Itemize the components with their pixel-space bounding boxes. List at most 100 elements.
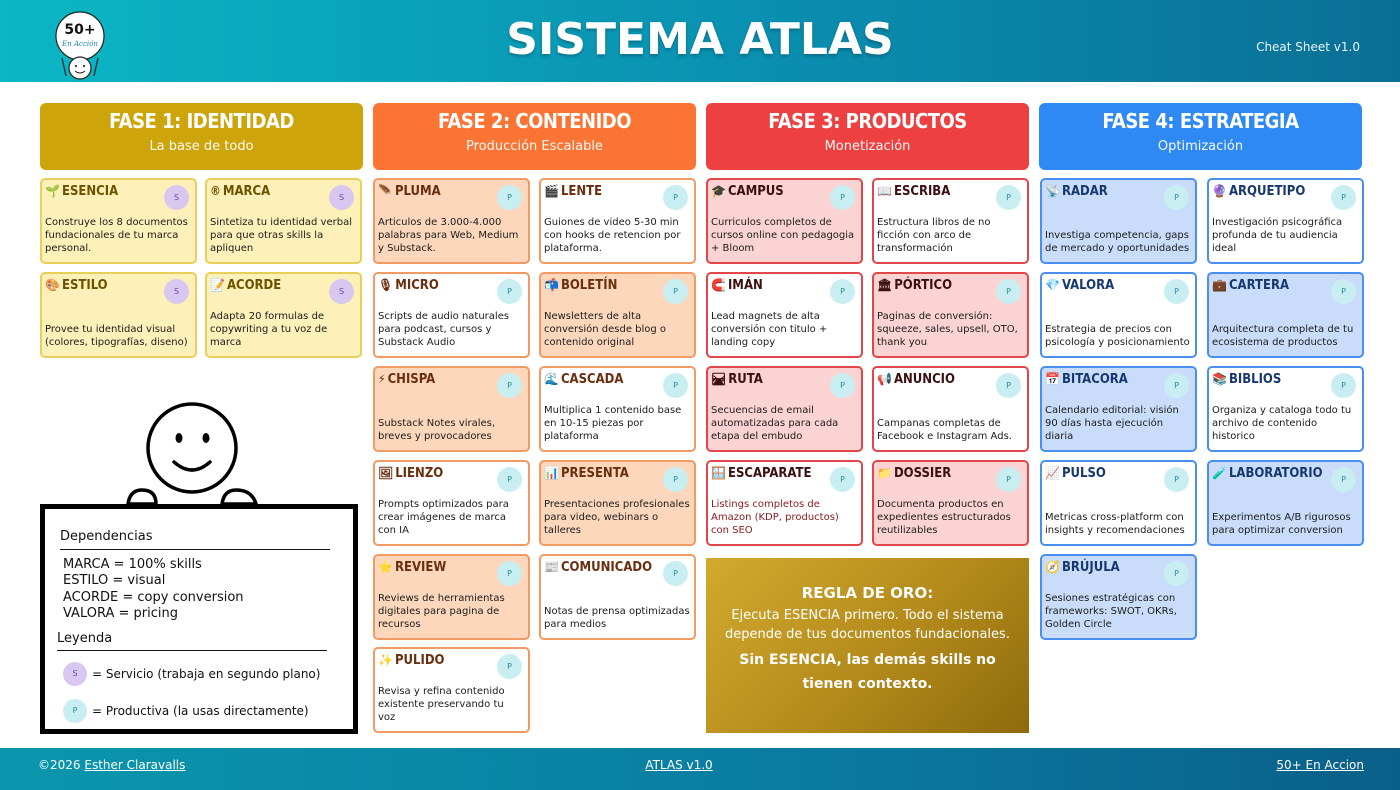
skill-card-dossier[interactable]: 📁DOSSIER P Documenta productos en expedi…	[872, 460, 1029, 546]
skill-card-lienzo[interactable]: 🖼LIENZO P Prompts optimizados para crear…	[373, 460, 530, 546]
skill-description: Estrategia de precios con psicología y p…	[1045, 324, 1190, 348]
phase-title: FASE 1: IDENTIDAD	[109, 109, 294, 133]
skill-description: Metricas cross-platform con insights y r…	[1045, 512, 1185, 536]
skill-card-cartera[interactable]: 💼CARTERA P Arquitectura completa de tu e…	[1207, 272, 1364, 358]
divider	[57, 650, 327, 651]
skill-card-cascada[interactable]: 🌊CASCADA P Multiplica 1 contenido base e…	[539, 366, 696, 452]
skill-card-marca[interactable]: ®MARCA S Sintetiza tu identidad verbal p…	[205, 178, 362, 264]
columns-icon: 🏛	[877, 278, 893, 292]
magnet-icon: 🧲	[711, 278, 726, 292]
skill-card-laboratorio[interactable]: 🧪LABORATORIO P Experimentos A/B riguroso…	[1207, 460, 1364, 546]
skill-card-anuncio[interactable]: 📢ANUNCIO P Campanas completas de Faceboo…	[872, 366, 1029, 452]
skill-card-brujula[interactable]: 🧭BRÚJULA P Sesiones estratégicas con fra…	[1040, 554, 1197, 640]
skill-card-portico[interactable]: 🏛PÓRTICO P Paginas de conversión: squeez…	[872, 272, 1029, 358]
skill-card-estilo[interactable]: 🎨ESTILO S Provee tu identidad visual (co…	[40, 272, 197, 358]
productive-badge: P	[663, 561, 688, 586]
skill-name: RUTA	[728, 372, 763, 387]
logo-mascot-icon: 50+ En Acción	[55, 11, 105, 80]
skill-name: BOLETÍN	[560, 278, 618, 293]
skill-card-micro[interactable]: 🎙MICRO P Scripts de audio naturales para…	[373, 272, 530, 358]
footer: ©2026 Esther Claravalls ATLAS v1.0 50+ E…	[0, 748, 1400, 790]
productive-badge: P	[1164, 561, 1189, 586]
skill-card-comunicado[interactable]: 📰COMUNICADO P Notas de prensa optimizada…	[539, 554, 696, 640]
skill-card-biblios[interactable]: 📚BIBLIOS P Organiza y cataloga todo tu a…	[1207, 366, 1364, 452]
phase-2-header: FASE 2: CONTENIDO Producción Escalable	[373, 103, 696, 170]
golden-rule-text: Ejecuta ESENCIA primero. Todo el sistema…	[725, 608, 1010, 642]
version-link[interactable]: ATLAS v1.0	[645, 758, 713, 772]
skill-name: ESTILO	[61, 278, 108, 293]
skill-description: Notas de prensa optimizadas para medios	[544, 606, 690, 630]
skill-description: Provee tu identidad visual (colores, tip…	[45, 324, 188, 348]
skill-description: Prompts optimizados para crear imágenes …	[378, 499, 509, 536]
legend-service-text: = Servicio (trabaja en segundo plano)	[92, 667, 321, 681]
skill-name: ACORDE	[226, 278, 282, 293]
productive-badge: P	[830, 185, 855, 210]
skill-card-iman[interactable]: 🧲IMÁN P Lead magnets de alta conversión …	[706, 272, 863, 358]
books-icon: 📚	[1212, 372, 1227, 386]
productive-badge: P	[996, 373, 1021, 398]
productive-badge: P	[1331, 467, 1356, 492]
skill-card-pulido[interactable]: ✨PULIDO P Revisa y refina contenido exis…	[373, 647, 530, 733]
productive-badge: P	[996, 467, 1021, 492]
skill-card-boletin[interactable]: 📬BOLETÍN P Newsletters de alta conversió…	[539, 272, 696, 358]
mailbox-icon: 📬	[544, 278, 559, 292]
skill-card-escaparate[interactable]: 🪟ESCAPARATE P Listings completos de Amaz…	[706, 460, 863, 546]
skill-name: MICRO	[395, 278, 439, 293]
calendar-icon: 📅	[1045, 372, 1060, 386]
skill-card-chispa[interactable]: ⚡CHISPA P Substack Notes virales, breves…	[373, 366, 530, 452]
phase-subtitle: Optimización	[1157, 139, 1244, 154]
skill-card-esencia[interactable]: 🌱ESENCIA S Construye los 8 documentos fu…	[40, 178, 197, 264]
palette-icon: 🎨	[45, 278, 60, 292]
skill-name: PRESENTA	[560, 466, 629, 481]
skill-card-arquetipo[interactable]: 🔮ARQUETIPO P Investigación psicográfica …	[1207, 178, 1364, 264]
service-badge: S	[164, 279, 189, 304]
productive-badge: P	[497, 467, 522, 492]
productive-badge: P	[663, 373, 688, 398]
productive-badge: P	[1331, 373, 1356, 398]
briefcase-icon: 💼	[1212, 278, 1227, 292]
skill-card-acorde[interactable]: 📝ACORDE S Adapta 20 formulas de copywrit…	[205, 272, 362, 358]
productive-badge: P	[497, 561, 522, 586]
golden-rule-title: REGLA DE ORO:	[801, 584, 934, 602]
skill-name: LIENZO	[395, 466, 444, 481]
skill-card-pulso[interactable]: 📈PULSO P Metricas cross-platform con ins…	[1040, 460, 1197, 546]
author-link[interactable]: Esther Claravalls	[84, 758, 186, 772]
dependencies-legend-board: Dependencias MARCA = 100% skills ESTILO …	[40, 504, 358, 734]
skill-description: Lead magnets de alta conversión con titu…	[711, 311, 828, 348]
golden-rule-panel: REGLA DE ORO: Ejecuta ESENCIA primero. T…	[706, 558, 1029, 733]
skill-card-valora[interactable]: 💎VALORA P Estrategia de precios con psic…	[1040, 272, 1197, 358]
skill-card-ruta[interactable]: 🛤RUTA P Secuencias de email automatizada…	[706, 366, 863, 452]
productive-badge: P	[663, 467, 688, 492]
skill-description: Secuencias de email automatizadas para c…	[711, 405, 839, 442]
skill-card-presenta[interactable]: 📊PRESENTA P Presentaciones profesionales…	[539, 460, 696, 546]
dependencies-title: Dependencias	[60, 529, 153, 544]
skill-description: Arquitectura completa de tu ecosistema d…	[1212, 324, 1354, 348]
feather-icon: 🪶	[378, 184, 393, 198]
lightning-icon: ⚡	[378, 372, 386, 386]
picture-icon: 🖼	[378, 466, 394, 480]
crystal-ball-icon: 🔮	[1212, 184, 1227, 198]
wave-icon: 🌊	[544, 372, 559, 386]
phase-title: FASE 3: PRODUCTOS	[768, 109, 967, 133]
skill-name: ESCRIBA	[893, 184, 951, 199]
skill-card-radar[interactable]: 📡RADAR P Investiga competencia, gaps de …	[1040, 178, 1197, 264]
skill-card-pluma[interactable]: 🪶PLUMA P Articulos de 3.000-4.000 palabr…	[373, 178, 530, 264]
productive-badge: P	[830, 373, 855, 398]
skill-name: LABORATORIO	[1228, 466, 1323, 481]
skill-card-review[interactable]: ⭐REVIEW P Reviews de herramientas digita…	[373, 554, 530, 640]
skill-description: Calendario editorial: visión 90 días has…	[1045, 405, 1179, 442]
productive-badge: P	[1164, 279, 1189, 304]
legend-productive-text: = Productiva (la usas directamente)	[92, 704, 309, 718]
skill-card-escriba[interactable]: 📖ESCRIBA P Estructura libros de no ficci…	[872, 178, 1029, 264]
service-badge: S	[329, 279, 354, 304]
skill-card-campus[interactable]: 🎓CAMPUS P Curriculos completos de cursos…	[706, 178, 863, 264]
star-icon: ⭐	[378, 560, 393, 574]
railway-icon: 🛤	[711, 372, 727, 386]
skill-card-bitacora[interactable]: 📅BITACORA P Calendario editorial: visión…	[1040, 366, 1197, 452]
copyright-text: ©2026	[38, 758, 85, 772]
brand-link[interactable]: 50+ En Accion	[1276, 758, 1364, 772]
sparkles-icon: ✨	[378, 653, 393, 667]
dependency-item: VALORA = pricing	[63, 606, 178, 621]
skill-card-lente[interactable]: 🎬LENTE P Guiones de video 5-30 min con h…	[539, 178, 696, 264]
footer-right: 50+ En Accion	[1276, 758, 1364, 772]
